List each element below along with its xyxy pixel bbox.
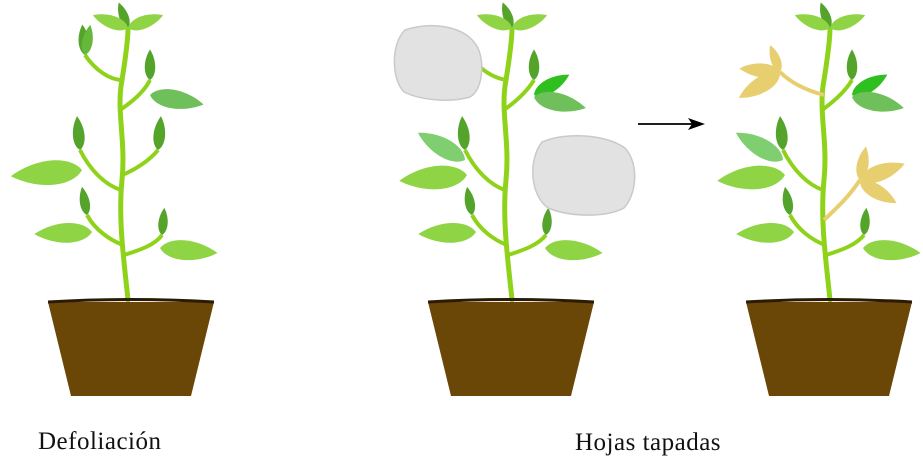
pot-icon — [428, 300, 594, 397]
caption-defoliation: Defoliación — [38, 428, 162, 456]
leaf-cover-icon — [394, 26, 481, 100]
right-arrow-icon — [638, 118, 705, 130]
caption-covered-leaves: Hojas tapadas — [575, 429, 721, 457]
plant-covered — [394, 1, 634, 396]
leaf-cover-icon — [533, 136, 635, 215]
plant-icon — [716, 1, 921, 300]
plant-icon — [10, 1, 219, 300]
plant-defoliation — [10, 1, 219, 396]
pot-icon — [746, 300, 912, 397]
pot-icon — [48, 300, 214, 397]
plant-result — [716, 1, 921, 396]
